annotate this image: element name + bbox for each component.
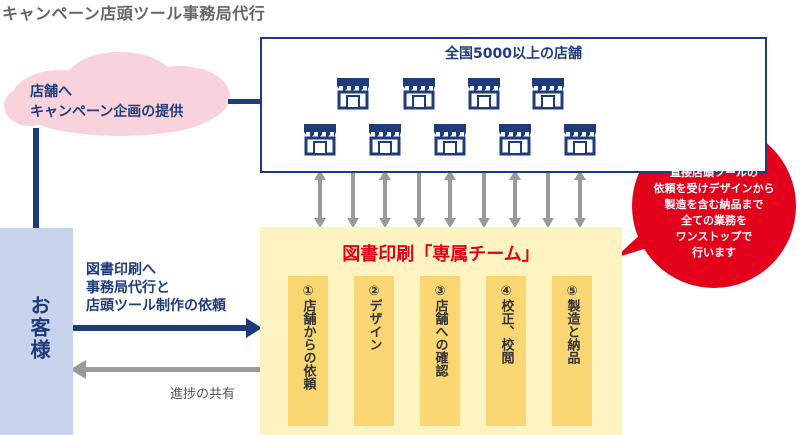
team-title: 図書印刷「専属チーム」 <box>342 244 540 265</box>
bubble-line: 全ての業務を <box>681 214 747 227</box>
store-icon <box>466 76 502 110</box>
store-icon <box>335 76 371 110</box>
bubble-line: 製造を含む納品まで <box>664 198 764 211</box>
stores-title: 全国5000以上の店舗 <box>445 46 582 62</box>
store-icon <box>432 122 468 156</box>
store-icon <box>562 122 598 156</box>
step-label: ①店舗からの依頼 <box>300 284 316 390</box>
store-icon <box>367 122 403 156</box>
bubble-line: 直接店頭ツールの <box>670 166 758 179</box>
bubble-text: 全国の店舗から 直接店頭ツールの 依頼を受けデザインから 製造を含む納品まで 全… <box>650 149 778 261</box>
step-box: ⑤製造と納品 <box>552 276 592 426</box>
bubble-line: 行います <box>692 246 736 259</box>
step-box: ③店舗への確認 <box>420 276 460 426</box>
store-icon <box>302 122 338 156</box>
cloud-text: 店舗へ キャンペーン企画の提供 <box>30 82 220 122</box>
step-label: ②デザイン <box>366 284 382 351</box>
store-icon <box>497 122 533 156</box>
step-box: ②デザイン <box>354 276 394 426</box>
step-box: ④校正、校閲 <box>486 276 526 426</box>
cloud-line: 店舗へ <box>30 84 72 100</box>
step-label: ③店舗への確認 <box>432 284 448 377</box>
bubble-line: 依頼を受けデザインから <box>653 182 775 195</box>
step-label: ⑤製造と納品 <box>564 284 580 364</box>
step-box: ①店舗からの依頼 <box>288 276 328 426</box>
page-title: キャンペーン店頭ツール事務局代行 <box>2 4 266 23</box>
bubble-line: ワンストップで <box>675 230 753 243</box>
store-icon <box>530 76 566 110</box>
customer-label: お客様 <box>27 295 51 361</box>
customer-box <box>0 228 73 435</box>
store-icon <box>401 76 437 110</box>
bubble-line: 全国の店舗から <box>675 150 753 163</box>
step-label: ④校正、校閲 <box>498 284 514 364</box>
request-line: 図書印刷へ <box>86 262 156 278</box>
cloud-line: キャンペーン企画の提供 <box>30 104 184 120</box>
progress-share-label: 進捗の共有 <box>170 387 236 402</box>
request-text: 図書印刷へ 事務局代行と 店頭ツール制作の依頼 <box>86 261 226 315</box>
cloud-shape <box>4 52 230 136</box>
request-line: 店頭ツール制作の依頼 <box>86 298 226 314</box>
request-line: 事務局代行と <box>86 280 170 296</box>
